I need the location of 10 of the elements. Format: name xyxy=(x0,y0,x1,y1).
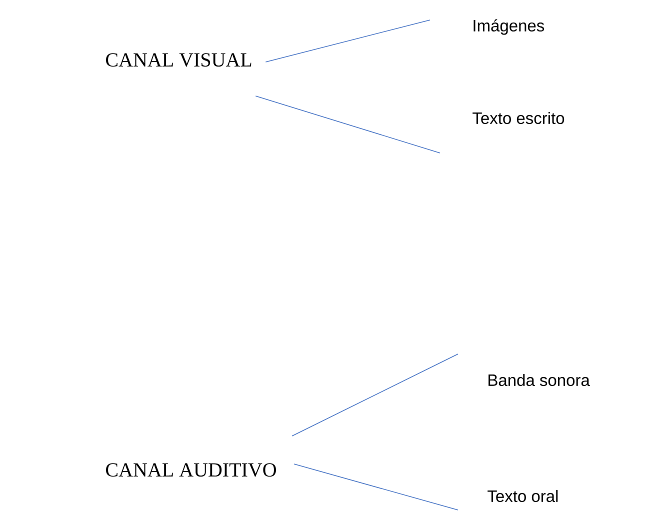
connector-line xyxy=(255,96,440,154)
label-text: Texto escrito xyxy=(472,112,564,124)
label-text: Imágenes xyxy=(474,19,544,35)
label-text: Banda sonora xyxy=(488,374,590,386)
label-text: CANAL AUDITIVO xyxy=(106,463,276,477)
label-text: Texto oral xyxy=(488,490,558,502)
connector-line xyxy=(294,464,458,510)
label-text: CANAL VISUAL xyxy=(106,53,252,67)
connector-line xyxy=(265,20,430,62)
connector-line xyxy=(292,354,458,436)
